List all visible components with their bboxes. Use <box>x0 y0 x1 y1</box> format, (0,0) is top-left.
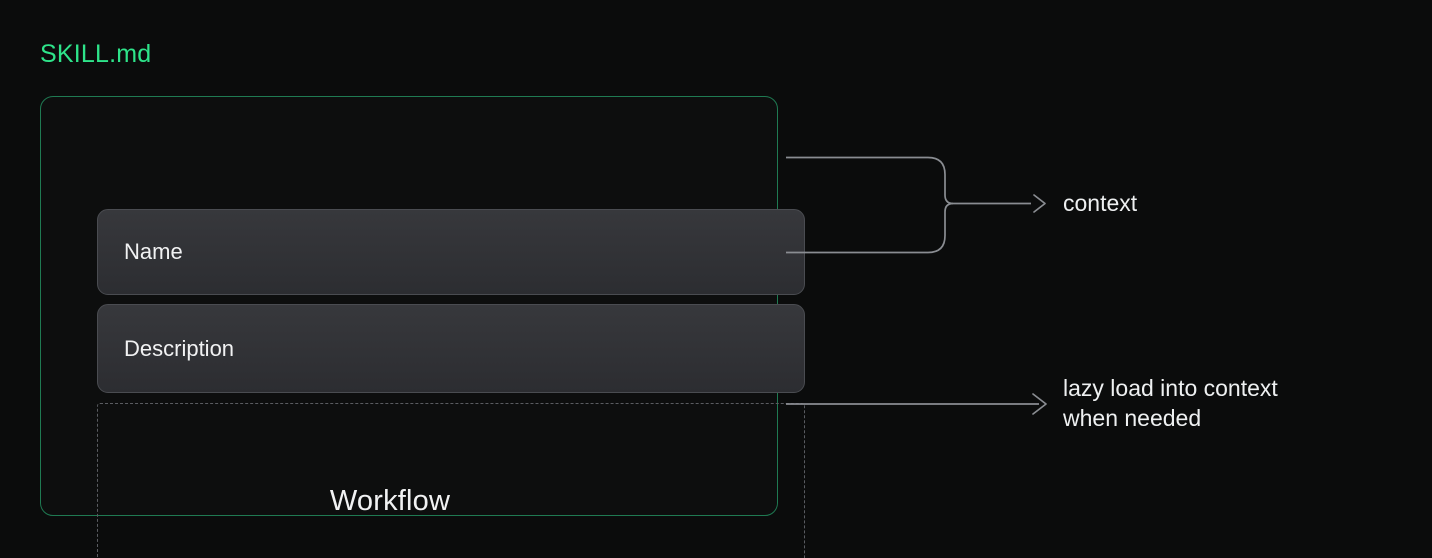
workflow-dashed-box: Workflow <box>97 403 805 558</box>
annotation-context: context <box>1063 190 1138 216</box>
page-title: SKILL.md <box>40 40 152 68</box>
workflow-label: Workflow <box>329 485 451 517</box>
arrowhead-context-icon <box>1033 194 1046 213</box>
field-box-description: Description <box>97 304 805 393</box>
field-label-description: Description <box>124 335 235 361</box>
annotation-lazy-load: lazy load into context when needed <box>1063 373 1278 433</box>
field-label-name: Name <box>124 239 183 264</box>
arrowhead-lazy-load-icon <box>1032 393 1047 415</box>
annotation-lazy-load-line1: lazy load into context <box>1063 375 1278 401</box>
skill-md-card: Name Description Workflow <box>40 96 805 558</box>
connector-name-to-context <box>786 156 1031 205</box>
annotation-lazy-load-line2: when needed <box>1063 405 1202 431</box>
field-box-name: Name <box>97 209 805 295</box>
connector-description-to-context <box>786 202 954 254</box>
